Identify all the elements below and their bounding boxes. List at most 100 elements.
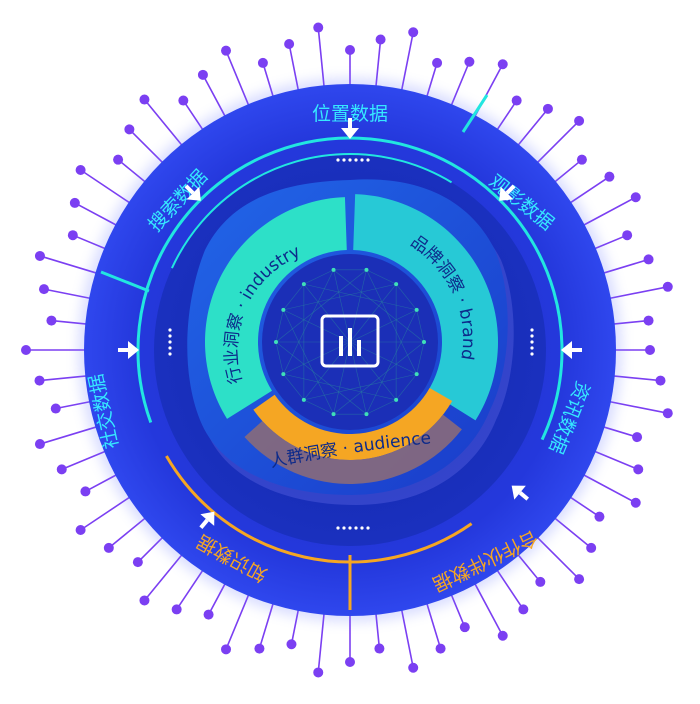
inward-arrow-icon: [199, 511, 215, 530]
pin-stem: [606, 400, 668, 414]
pin-stem: [317, 610, 326, 673]
pin-dot: [643, 315, 654, 326]
network-line: [283, 373, 305, 401]
network-node: [422, 340, 426, 344]
network-line: [275, 309, 284, 343]
pin-dot: [80, 486, 91, 497]
pin-dot: [542, 103, 553, 114]
network-node: [331, 267, 336, 272]
pin-stem: [80, 169, 133, 206]
pin-stem: [39, 425, 100, 445]
pin-stem: [400, 32, 414, 94]
pin-stem: [580, 196, 637, 228]
pin-dot: [139, 595, 150, 606]
pin-dot: [103, 542, 114, 553]
pin-stem: [143, 99, 185, 148]
network-node: [281, 307, 286, 312]
pin-dot: [622, 230, 633, 241]
pin-dot: [221, 45, 232, 56]
pin-dot: [171, 604, 182, 615]
pin-stem: [472, 580, 504, 637]
pin-stem: [606, 286, 668, 300]
network-line: [283, 283, 305, 311]
segment-industry[interactable]: [205, 197, 347, 419]
network-node: [394, 282, 399, 287]
pin-dot: [435, 643, 446, 654]
network-line: [416, 341, 425, 375]
network-line: [416, 309, 425, 343]
arrow-group: [118, 118, 582, 530]
pin-stem: [225, 50, 251, 109]
pin-ring: [21, 22, 673, 678]
pin-dot: [67, 230, 78, 241]
pin-dot: [633, 464, 644, 475]
segment-audience[interactable]: [253, 388, 453, 461]
inward-arrow-icon: [561, 341, 582, 359]
pin-dot: [497, 59, 508, 70]
network-node: [301, 397, 306, 402]
inward-arrow-icon: [499, 184, 516, 201]
pin-dot: [586, 542, 597, 553]
pin-dot: [459, 622, 470, 633]
pin-dot: [313, 22, 324, 33]
source-label-location: 位置数据: [312, 103, 388, 125]
pin-dot: [124, 124, 135, 135]
network-node: [281, 372, 286, 377]
pin-dot: [257, 57, 268, 68]
network-node: [414, 372, 419, 377]
pin-dot: [497, 630, 508, 641]
pin-stem: [534, 120, 580, 166]
divider-tick: [100, 270, 150, 293]
pin-dot: [630, 497, 641, 508]
pin-stem: [580, 472, 637, 504]
network-line: [283, 269, 334, 375]
network-line: [303, 399, 334, 415]
network-node: [364, 267, 369, 272]
network-pattern: [274, 267, 426, 417]
segment-audience-shadow: [244, 414, 462, 484]
pin-dot: [75, 525, 86, 536]
pin-dot: [630, 192, 641, 203]
cyan-arc-outer: [136, 136, 564, 441]
pin-dot: [221, 644, 232, 655]
network-node: [414, 307, 419, 312]
pin-dot: [203, 609, 214, 620]
pin-dot: [645, 345, 655, 355]
network-node: [364, 412, 369, 417]
network-line: [395, 283, 417, 311]
pin-dot: [535, 576, 546, 587]
network-line: [366, 399, 397, 415]
network-line: [303, 269, 334, 285]
segment-brand[interactable]: [353, 194, 498, 421]
network-node: [274, 340, 278, 344]
pin-dot: [432, 57, 443, 68]
network-node: [331, 412, 336, 417]
pin-dot: [574, 115, 585, 126]
pin-stem: [317, 27, 326, 90]
pin-stem: [80, 494, 133, 531]
pin-dot: [286, 639, 297, 650]
pin-dot: [518, 604, 529, 615]
pin-stem: [534, 534, 580, 580]
pin-dot: [284, 38, 295, 49]
network-line: [283, 283, 397, 311]
pin-dot: [643, 254, 654, 265]
network-line: [275, 269, 367, 343]
pin-dot: [655, 375, 666, 386]
pin-dot: [139, 94, 150, 105]
pin-dot: [604, 171, 615, 182]
pin-dot: [34, 250, 45, 261]
pin-dot: [56, 464, 67, 475]
network-line: [303, 283, 417, 311]
pin-dot: [75, 164, 86, 175]
inner-cyan-arc: [153, 153, 547, 547]
divider-tick: [461, 94, 489, 133]
dot-dividers: [168, 158, 534, 530]
pin-dot: [50, 403, 61, 414]
pin-dot: [632, 432, 643, 443]
pin-dot: [345, 657, 355, 667]
network-node: [394, 397, 399, 402]
network-node: [301, 282, 306, 287]
pin-dot: [254, 643, 265, 654]
